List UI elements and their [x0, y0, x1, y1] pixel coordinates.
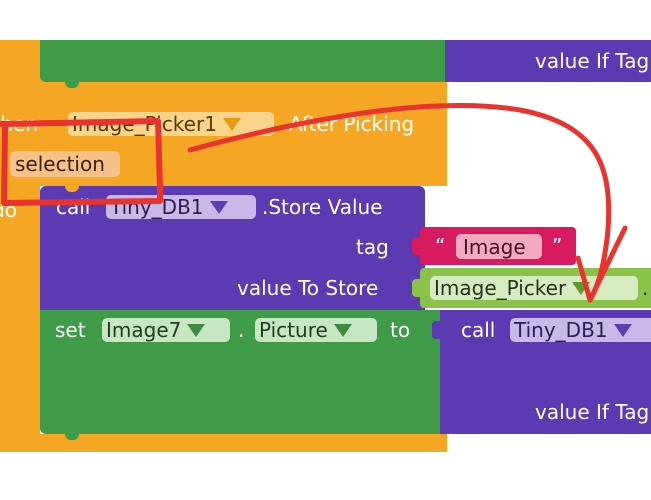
- value-to-store-label: value To Store: [237, 276, 379, 300]
- tag-open-quote: “: [435, 234, 446, 258]
- store-method-label: .Store Value: [262, 195, 383, 219]
- annotation-highlight-box: [0, 118, 163, 206]
- value-dot: .: [642, 276, 649, 300]
- chevron-down-icon: [187, 323, 206, 337]
- top-green-notch: [65, 82, 79, 88]
- set-property-label: Picture: [259, 318, 328, 342]
- top-purple-block: [445, 40, 651, 82]
- get-value-socket: [432, 321, 440, 339]
- tag-close-quote: ”: [552, 234, 563, 258]
- value-component-label: Image_Picker: [434, 276, 567, 300]
- set-dot: .: [238, 318, 245, 342]
- get-call-label: call: [461, 318, 496, 342]
- chevron-down-icon: [613, 323, 632, 337]
- set-block-notch: [65, 434, 79, 440]
- chevron-down-icon: [222, 117, 241, 131]
- top-green-block: [40, 40, 445, 82]
- chevron-down-icon: [209, 200, 228, 214]
- set-label: set: [55, 318, 86, 342]
- set-component-dropdown[interactable]: Image7: [102, 318, 230, 342]
- tag-socket: [412, 237, 420, 255]
- value-socket: [412, 279, 420, 297]
- annotation-arrowhead-icon: [575, 225, 628, 303]
- event-block-bottom: [0, 434, 447, 452]
- tag-label: tag: [356, 235, 389, 259]
- value-if-tag-top-label: value If Tag: [535, 49, 650, 73]
- value-if-tag-bottom-label: value If Tag: [535, 400, 650, 424]
- tag-text-value: Image: [463, 235, 526, 259]
- store-value-notch: [65, 186, 79, 192]
- event-block-left-rail: [0, 186, 40, 434]
- get-component-dropdown[interactable]: Tiny_DB1: [510, 318, 651, 342]
- chevron-down-icon: [333, 323, 352, 337]
- tag-text-field[interactable]: [456, 234, 542, 259]
- set-component-label: Image7: [106, 318, 182, 342]
- set-property-dropdown[interactable]: Picture: [255, 318, 377, 342]
- value-component-dropdown[interactable]: Image_Picker: [430, 276, 638, 300]
- selection-param-label: selection: [15, 152, 105, 176]
- set-to-label: to: [390, 318, 411, 342]
- get-component-label: Tiny_DB1: [514, 318, 608, 342]
- annotation-arrow-line: [187, 103, 612, 303]
- selection-param-chip[interactable]: [10, 151, 120, 177]
